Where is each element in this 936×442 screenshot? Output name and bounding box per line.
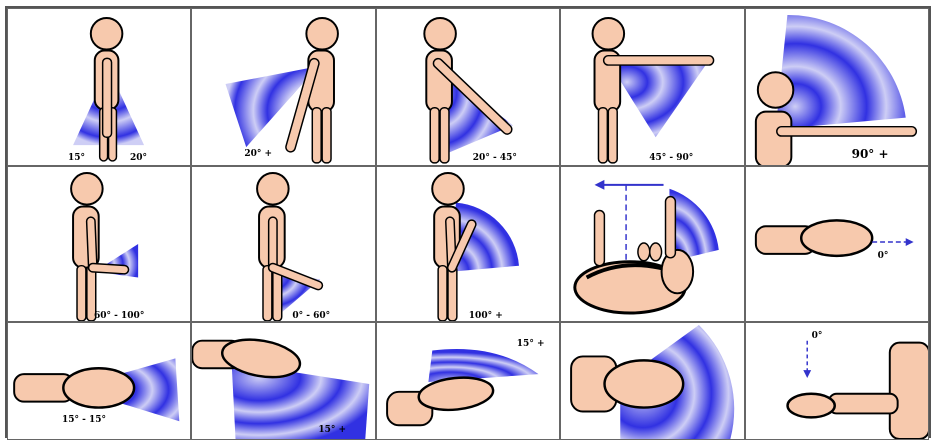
leg [263,266,272,321]
arm [666,197,676,258]
head [757,72,792,107]
panel-wrist-deviation [560,322,744,440]
motion-zone [428,349,538,382]
leg [77,266,86,321]
angle-label: 0° [812,331,823,341]
motion-zone [775,15,905,129]
panel-wrist-twist: 0° [745,322,929,440]
upper-arm [91,221,93,267]
angle-label: 15° - 15° [62,415,106,425]
hand-top-view [561,323,743,439]
arm [595,210,605,265]
standing-figure-arm-back [192,9,374,165]
angle-label: 20° [130,153,147,163]
leg [438,266,447,321]
torso [755,112,790,165]
panel-upper-arm-extension: 20° + [191,8,375,166]
arm [103,58,112,137]
head [71,173,103,205]
panel-lower-arm-0-60: 0° - 60° [191,166,375,322]
motion-zone [607,58,710,137]
posture-diagram-grid: 15° 20° 20° + [5,6,931,438]
head [424,18,456,50]
head [432,173,464,205]
angle-label: 15° [68,153,85,163]
panel-wrist-extension: 15° + [376,322,560,440]
leg [599,108,608,163]
angle-label: 20° + [244,149,272,159]
panel-upper-arm-45-90: 45° - 90° [560,8,744,166]
angle-label: 0° - 60° [292,311,330,321]
leg [609,108,618,163]
angle-label: 100° + [469,311,503,321]
forearm-hand [746,167,928,321]
leg [448,266,457,321]
lying-figure [561,167,743,321]
torso [889,343,928,439]
forearm [93,268,125,270]
angle-label: 0° [878,251,889,261]
panel-lower-arm-100-plus: 100° + [376,166,560,322]
standing-figure-forearm [8,167,190,321]
angle-label: 45° - 90° [649,153,693,163]
hand [801,220,872,255]
leg [430,108,439,163]
panel-wrist-flexion: 15° + [191,322,375,440]
forearm [828,394,897,414]
forearm-hand-down [192,323,374,439]
panel-wrist-neutral: 0° [745,166,929,322]
panel-lower-arm-60-100: 60° - 100° [7,166,191,322]
angle-label: 20° - 45° [473,153,517,163]
head [307,18,339,50]
angle-label: 90° + [852,147,889,161]
panel-upper-arm-90-plus: 90° + [745,8,929,166]
panel-upper-arm-20-45: 20° - 45° [376,8,560,166]
hand [605,360,684,407]
hand [63,368,134,407]
head [91,18,123,50]
head [593,18,625,50]
head [257,173,289,205]
hand [787,394,834,418]
figure-arm-overhead [746,9,928,165]
standing-figure-forearm-low [192,167,374,321]
standing-figure-forearm-up [377,167,559,321]
leg [323,108,332,163]
hand-rotation [746,323,928,439]
leg [313,108,322,163]
panel-wrist-15-15: 15° - 15° [7,322,191,440]
leg [440,108,449,163]
standing-figure-arm-raised [561,9,743,165]
standing-figure-arm-forward [377,9,559,165]
angle-label: 60° - 100° [94,311,144,321]
hand [220,334,304,383]
standing-figure-arms-down [8,9,190,165]
panel-upper-arm-neutral: 15° 20° [7,8,191,166]
angle-label: 15° + [318,425,346,435]
angle-label: 15° + [517,339,545,349]
panel-lying-figure-arms [560,166,744,322]
